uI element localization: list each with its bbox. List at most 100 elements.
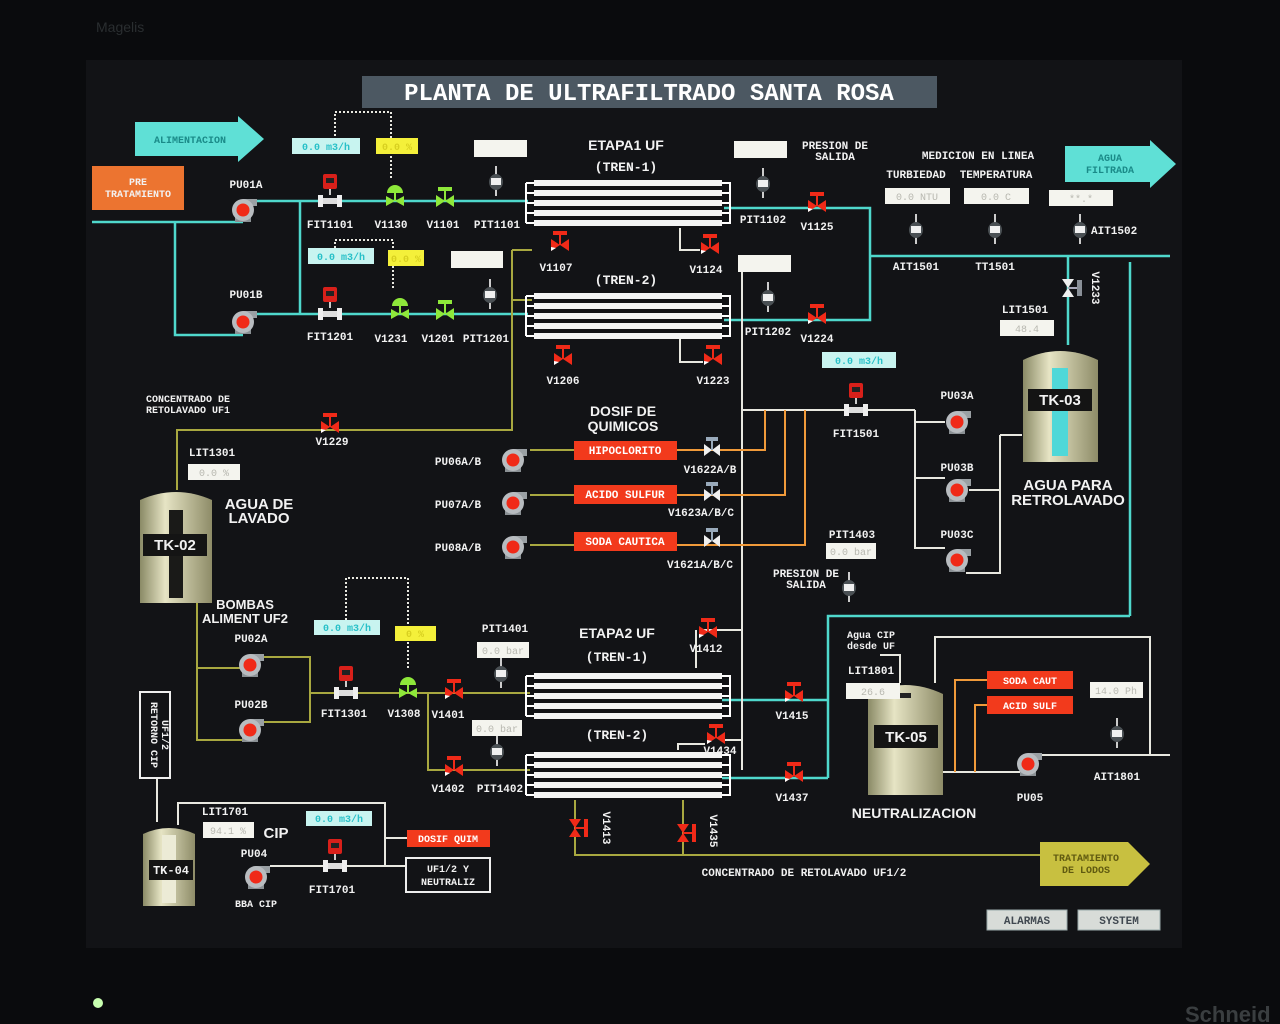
- dosif-heading-2: QUIMICOS: [588, 418, 659, 434]
- fit1101-value: 0.0 m3/h: [302, 142, 350, 154]
- power-led-icon: [93, 998, 103, 1008]
- tank-tk02[interactable]: TK-02: [140, 492, 212, 603]
- soda-cautica-button[interactable]: SODA CAUTICA: [574, 532, 677, 551]
- tag-tt1501: TT1501: [975, 262, 1015, 274]
- agua-lavado-label-1: AGUA DE: [225, 496, 294, 513]
- soda-caut-button[interactable]: SODA CAUT: [987, 671, 1073, 689]
- v1231-value: 0.0 %: [391, 255, 421, 266]
- retorno-label-1: RETORNO CIP: [147, 702, 158, 768]
- tag-pu03b: PU03B: [940, 463, 973, 475]
- lit1501-value: 48.4: [1015, 325, 1039, 336]
- alarmas-button[interactable]: ALARMAS: [986, 909, 1068, 931]
- pre-label-2: TRATAMIENTO: [105, 190, 171, 201]
- concentrado-uf1-label-2: RETOLAVADO UF1: [146, 406, 230, 417]
- pit1102-value-box: [734, 141, 787, 158]
- tag-ait1801: AIT1801: [1094, 772, 1141, 784]
- acid-sulf-label: ACID SULF: [1003, 702, 1057, 713]
- turbiedad-value-box: [885, 188, 950, 204]
- fit1501-value-box: [822, 352, 896, 368]
- turbiedad-label: TURBIEDAD: [886, 170, 946, 182]
- tag-v1402: V1402: [431, 784, 464, 796]
- title-bar: [362, 76, 937, 108]
- pit1402-value-box: [472, 720, 522, 736]
- tag-fit1701: FIT1701: [309, 885, 356, 897]
- tag-pu01a: PU01A: [229, 180, 262, 192]
- tank-tk04[interactable]: TK-04: [143, 828, 195, 906]
- bezel-brand-bottom: Schneid: [1185, 1002, 1271, 1024]
- acid-sulf-button[interactable]: ACID SULF: [987, 696, 1073, 714]
- tag-lit1701: LIT1701: [202, 807, 249, 819]
- hipoclorito-label: HIPOCLORITO: [589, 446, 662, 458]
- tag-fit1101: FIT1101: [307, 220, 354, 232]
- v1130-value-box: [376, 138, 418, 154]
- tag-v1413: V1413: [599, 811, 611, 844]
- valve-v1233-icon[interactable]: [1062, 279, 1082, 297]
- tank-tk03[interactable]: TK-03: [1023, 351, 1098, 462]
- tk02-label: TK-02: [154, 537, 196, 554]
- tag-pit1101: PIT1101: [474, 220, 521, 232]
- lit1801-value-box: [846, 683, 900, 699]
- lit1701-value-box: [203, 822, 254, 838]
- tag-v1130: V1130: [374, 220, 407, 232]
- agua-retro-label-1: AGUA PARA: [1023, 477, 1112, 494]
- etapa2-tren2-label: (TREN-2): [586, 728, 648, 743]
- tag-v1401: V1401: [431, 710, 464, 722]
- lit1301-value: 0.0 %: [199, 469, 229, 480]
- bezel-brand-top: Magelis: [96, 19, 144, 35]
- agua-filtrada-arrow[interactable]: AGUA FILTRADA: [1065, 140, 1176, 188]
- tag-pu01b: PU01B: [229, 290, 262, 302]
- tag-v1415: V1415: [775, 711, 808, 723]
- tag-lit1501: LIT1501: [1002, 305, 1049, 317]
- tag-v1125: V1125: [800, 222, 833, 234]
- fit1701-value-box: [306, 811, 372, 826]
- tk05-label: TK-05: [885, 729, 927, 746]
- acido-sulfur-button[interactable]: ACIDO SULFUR: [574, 485, 677, 504]
- tag-fit1201: FIT1201: [307, 332, 354, 344]
- lit1701-value: 94.1 %: [210, 827, 246, 838]
- tag-v1621: V1621A/B/C: [667, 560, 733, 572]
- tag-pu02b: PU02B: [234, 700, 267, 712]
- tag-lit1301: LIT1301: [189, 448, 236, 460]
- valve-v1435-icon[interactable]: [677, 824, 696, 842]
- etapa2-tren1-label: (TREN-1): [586, 650, 648, 665]
- concentrado-uf12-label: CONCENTRADO DE RETOLAVADO UF1/2: [702, 868, 907, 880]
- dosif-quim-button[interactable]: DOSIF QUIM: [407, 830, 490, 847]
- valve-v1413-icon[interactable]: [569, 819, 588, 837]
- pre-tratamiento-button[interactable]: PRE TRATAMIENTO: [92, 166, 184, 210]
- v1308-value: 0 %: [406, 630, 424, 641]
- tag-v1435: V1435: [706, 814, 718, 847]
- tag-v1101: V1101: [426, 220, 459, 232]
- lit1801-value: 26.6: [861, 688, 885, 699]
- tag-fit1501: FIT1501: [833, 429, 880, 441]
- tank-tk05[interactable]: TK-05: [868, 685, 943, 795]
- ait1502-value-box: [1049, 190, 1113, 206]
- alimentacion-arrow[interactable]: ALIMENTACION: [135, 116, 264, 162]
- system-button[interactable]: SYSTEM: [1077, 909, 1161, 931]
- tag-pu06: PU06A/B: [435, 457, 482, 469]
- v1308-value-box: [395, 626, 436, 641]
- tag-v1233: V1233: [1088, 271, 1100, 304]
- v1130-value: 0.0 %: [382, 143, 412, 154]
- tag-pit1401: PIT1401: [482, 624, 529, 636]
- fit1201-value-box: [308, 248, 374, 264]
- pit1202-value-box: [738, 255, 791, 272]
- tag-fit1301: FIT1301: [321, 709, 368, 721]
- tag-v1224: V1224: [800, 334, 833, 346]
- acido-sulfur-label: ACIDO SULFUR: [585, 490, 665, 502]
- temperatura-value: 0.0 C: [981, 193, 1011, 204]
- uf12-label-1: UF1/2 Y: [427, 864, 469, 876]
- tag-ait1501: AIT1501: [893, 262, 940, 274]
- ait1502-value: **.*: [1069, 194, 1093, 206]
- fit1101-value-box: [292, 138, 360, 154]
- tag-pu08: PU08A/B: [435, 543, 482, 555]
- alarmas-label: ALARMAS: [1004, 916, 1051, 928]
- etapa1-heading: ETAPA1 UF: [588, 137, 664, 153]
- tag-v1124: V1124: [689, 265, 722, 277]
- dosif-heading-1: DOSIF DE: [590, 403, 656, 419]
- soda-caut-label: SODA CAUT: [1003, 677, 1057, 688]
- uf12-neutraliz-box[interactable]: UF1/2 Y NEUTRALIZ: [405, 857, 491, 893]
- tratamiento-lodos-arrow[interactable]: TRATAMIENTO DE LODOS: [1040, 842, 1150, 886]
- hipoclorito-button[interactable]: HIPOCLORITO: [574, 441, 677, 460]
- temperatura-value-box: [964, 188, 1029, 204]
- tag-pu03c: PU03C: [940, 530, 973, 542]
